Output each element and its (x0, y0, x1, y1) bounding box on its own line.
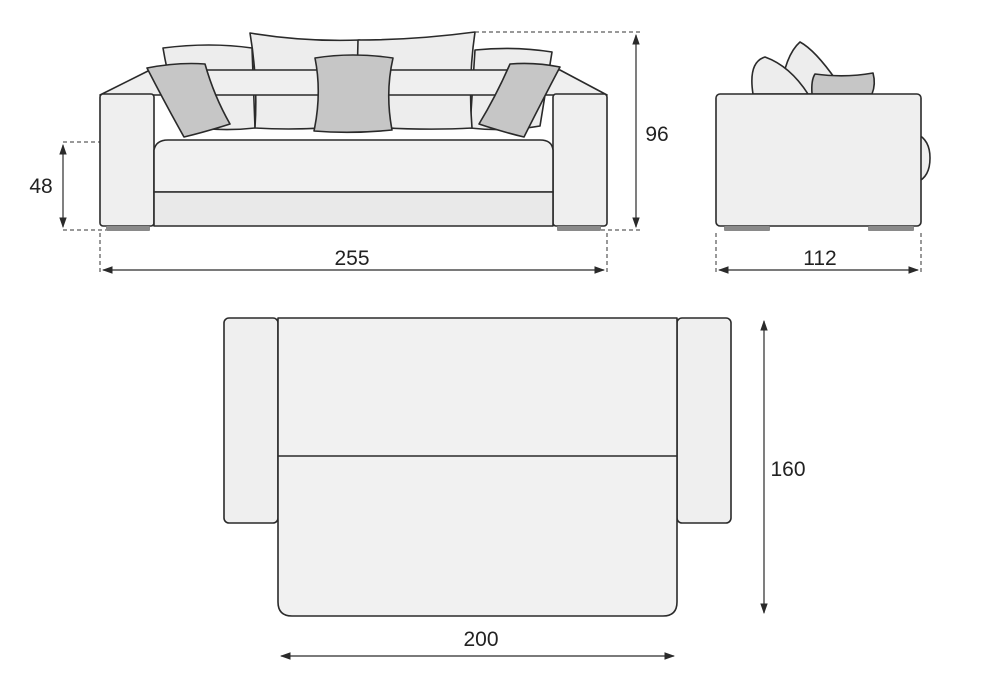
bed-mattress (277, 317, 678, 617)
side-view (715, 41, 931, 231)
front-foot-right (557, 226, 601, 231)
top-right-armrest (676, 317, 732, 524)
front-view (99, 31, 608, 231)
accent-pillow-left (146, 62, 231, 138)
bed-length-label: 160 (770, 458, 805, 481)
top-view-dimensions: 160 200 (279, 319, 806, 660)
sofa-base (153, 191, 554, 227)
seat-cushion (153, 139, 554, 193)
total-width-label: 255 (334, 247, 369, 270)
bed-width-label: 200 (463, 628, 498, 651)
side-accent-pillow (811, 72, 876, 95)
side-pillow-front (751, 56, 809, 95)
side-foot-front (724, 226, 770, 231)
seat-height-label: 48 (29, 175, 52, 198)
accent-pillow-right (478, 62, 561, 138)
side-view-dimensions: 112 (715, 233, 922, 274)
side-body (715, 93, 922, 227)
depth-label: 112 (803, 247, 836, 270)
front-foot-left (106, 226, 150, 231)
top-left-armrest (223, 317, 279, 524)
accent-pillow-center (313, 54, 394, 134)
top-view-bed (223, 317, 732, 617)
left-armrest (99, 93, 155, 227)
front-view-dimensions: 48 96 255 (29, 31, 669, 274)
side-foot-back (868, 226, 914, 231)
right-armrest (552, 93, 608, 227)
total-height-label: 96 (645, 123, 668, 146)
